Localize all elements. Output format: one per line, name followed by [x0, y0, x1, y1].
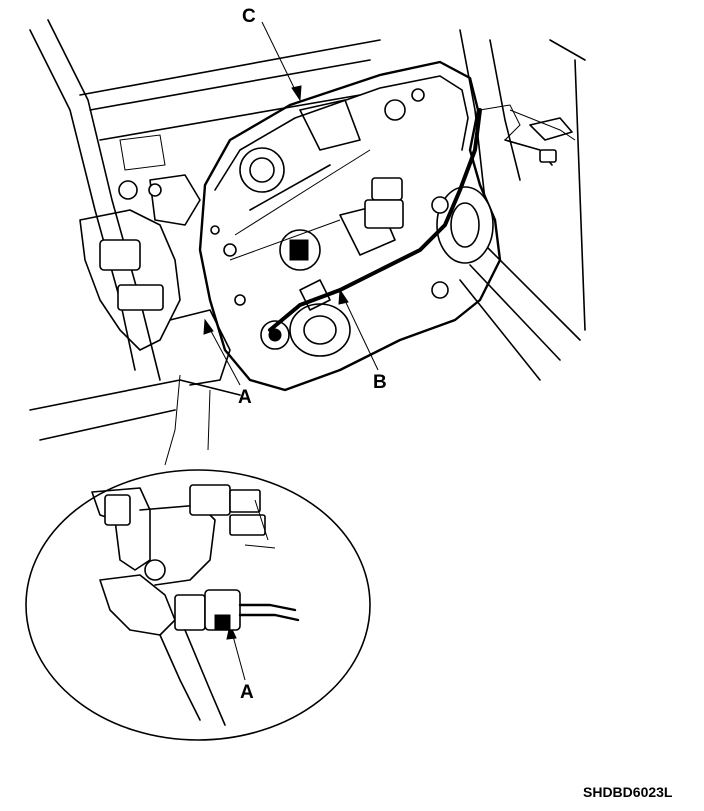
label-c: C	[242, 6, 256, 27]
body-lock-area	[79, 134, 231, 386]
vehicle-body-frame	[29, 19, 586, 441]
label-a-detail: A	[240, 682, 254, 703]
door-inner-panel	[198, 60, 557, 392]
callout-leaders	[164, 21, 379, 681]
image-code: SHDBD6023L	[583, 784, 673, 800]
label-b: B	[373, 372, 387, 393]
label-a-main: A	[238, 387, 252, 408]
detail-magnifier	[25, 469, 371, 741]
